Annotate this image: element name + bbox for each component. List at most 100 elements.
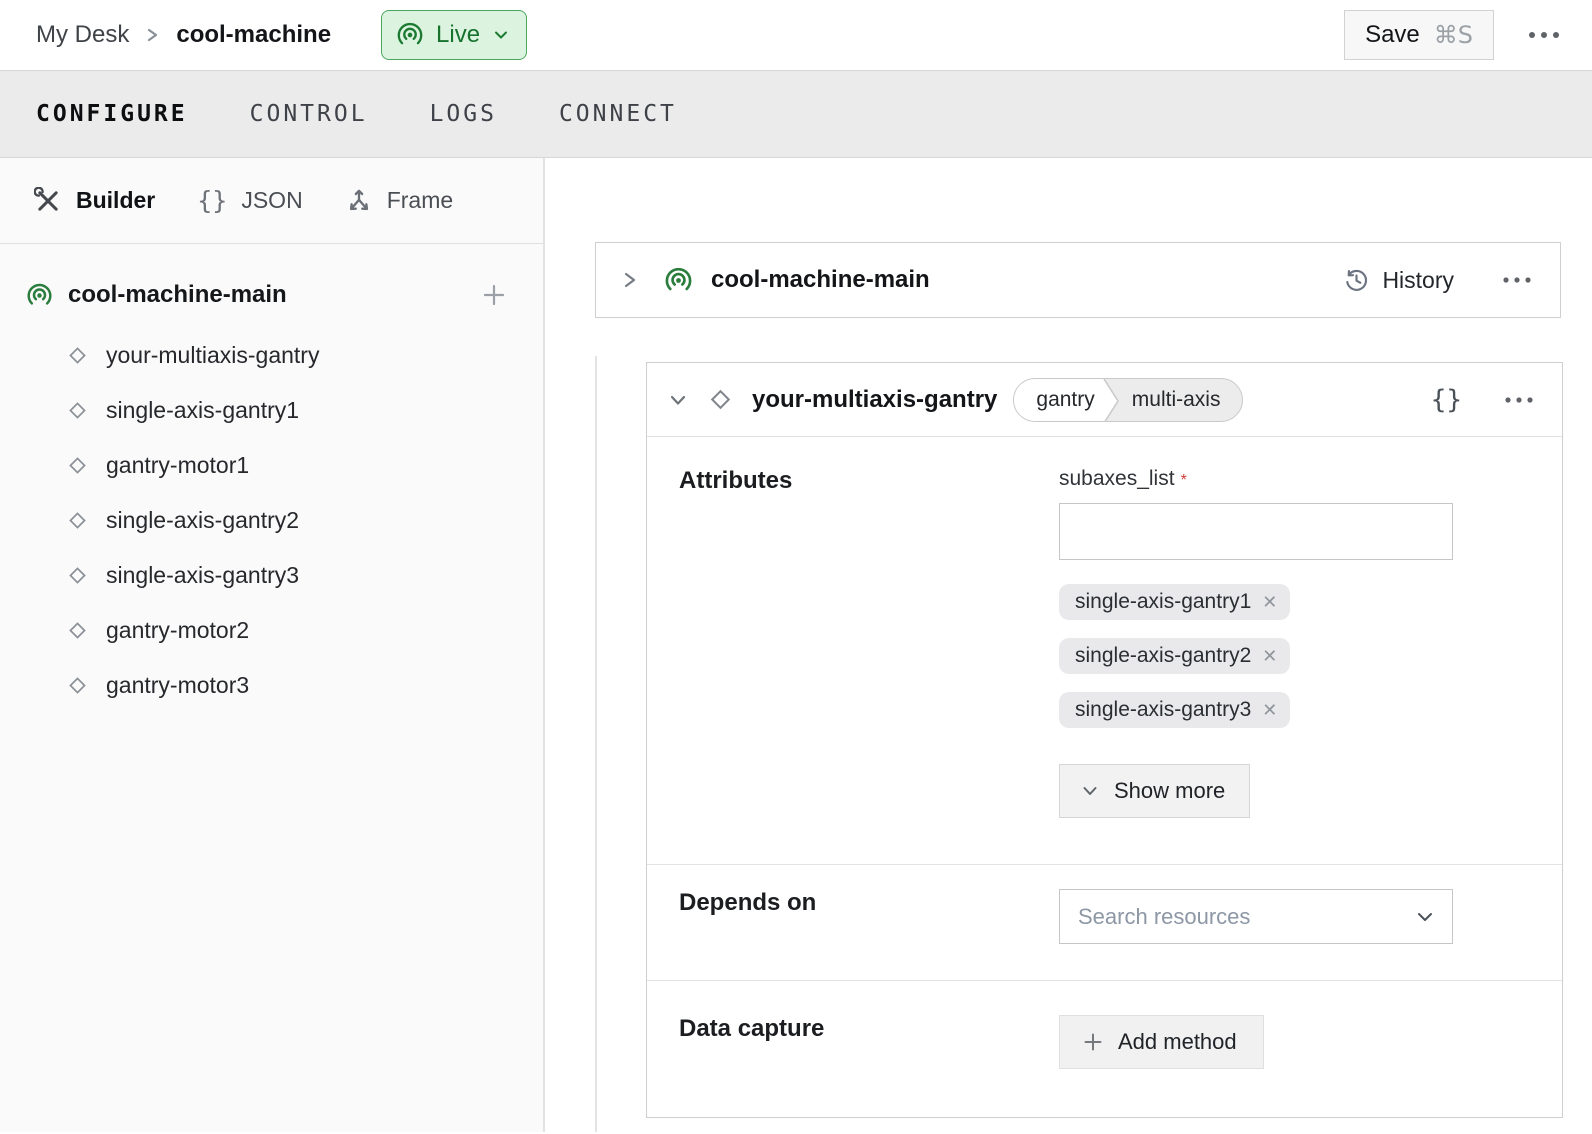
- history-icon: [1343, 267, 1370, 294]
- broadcast-icon: [396, 21, 424, 49]
- view-frame-label: Frame: [386, 187, 454, 213]
- section-divider: [647, 864, 1562, 865]
- tag-divider: [1102, 378, 1120, 421]
- live-status-label: Live: [436, 21, 481, 48]
- save-shortcut: ⌘S: [1433, 21, 1473, 49]
- view-builder-label: Builder: [76, 187, 156, 213]
- remove-chip-icon[interactable]: ✕: [1262, 645, 1278, 666]
- tree-item-label: gantry-motor3: [106, 672, 250, 698]
- breadcrumb-current: cool-machine: [176, 21, 332, 48]
- part-header-card: cool-machine-main History: [595, 242, 1561, 318]
- diamond-icon: [69, 677, 86, 694]
- add-resource-icon[interactable]: [481, 282, 507, 308]
- broadcast-icon: [664, 266, 693, 295]
- tree-item-label: single-axis-gantry2: [106, 507, 300, 533]
- tree-root-cool-machine-main[interactable]: cool-machine-main: [26, 270, 543, 320]
- tree-root-label: cool-machine-main: [68, 281, 287, 308]
- view-builder[interactable]: Builder: [34, 186, 156, 215]
- resource-card: your-multiaxis-gantry gantry multi-axis: [646, 362, 1563, 1118]
- history-label: History: [1382, 266, 1454, 293]
- remove-chip-icon[interactable]: ✕: [1262, 591, 1278, 612]
- view-json[interactable]: {} JSON: [197, 186, 302, 215]
- resource-menu-icon[interactable]: [1502, 395, 1536, 405]
- save-button-label: Save: [1365, 21, 1420, 48]
- resource-type-tags: gantry multi-axis: [1013, 377, 1244, 422]
- diamond-icon: [710, 389, 731, 410]
- subaxes-list-input[interactable]: [1059, 503, 1453, 560]
- chevron-down-icon: [492, 26, 510, 44]
- config-sidebar: Builder {} JSON Frame: [0, 158, 545, 1132]
- expand-chevron-right-icon[interactable]: [620, 268, 640, 292]
- chip-label: single-axis-gantry3: [1075, 698, 1252, 721]
- diamond-icon: [69, 512, 86, 529]
- attributes-section: Attributes subaxes_list* single-axis-gan…: [647, 437, 1562, 864]
- subaxes-chips: single-axis-gantry1 ✕ single-axis-gantry…: [1059, 584, 1453, 728]
- broadcast-icon: [26, 282, 53, 309]
- tree-item-label: single-axis-gantry3: [106, 562, 300, 588]
- config-main-panel: cool-machine-main History: [545, 158, 1592, 1132]
- breadcrumb-parent[interactable]: My Desk: [36, 21, 130, 48]
- chip-single-axis-gantry1: single-axis-gantry1 ✕: [1059, 584, 1291, 620]
- tab-control[interactable]: CONTROL: [249, 101, 368, 127]
- show-more-button[interactable]: Show more: [1059, 764, 1251, 818]
- diamond-icon: [69, 622, 86, 639]
- tab-connect[interactable]: CONNECT: [558, 101, 677, 127]
- depends-on-placeholder: Search resources: [1078, 903, 1251, 929]
- chevron-down-icon: [1080, 781, 1100, 801]
- braces-icon: {}: [197, 186, 228, 215]
- tree-item[interactable]: gantry-motor2: [26, 603, 543, 658]
- show-more-label: Show more: [1114, 778, 1226, 803]
- tools-icon: [34, 186, 62, 215]
- page-tab-bar: CONFIGURE CONTROL LOGS CONNECT: [0, 70, 1592, 158]
- tag-gantry: gantry: [1014, 378, 1103, 421]
- required-marker: *: [1180, 472, 1187, 489]
- history-button[interactable]: History: [1343, 267, 1454, 294]
- overflow-menu-icon[interactable]: [1524, 29, 1564, 41]
- tree-item[interactable]: gantry-motor1: [26, 438, 543, 493]
- add-method-button[interactable]: Add method: [1059, 1015, 1264, 1069]
- data-capture-label: Data capture: [679, 1015, 825, 1042]
- tree-item[interactable]: your-multiaxis-gantry: [26, 328, 543, 383]
- resource-title: your-multiaxis-gantry: [752, 385, 998, 413]
- attributes-label: Attributes: [679, 467, 793, 494]
- live-status-dropdown[interactable]: Live: [381, 10, 528, 60]
- tree-item[interactable]: single-axis-gantry2: [26, 493, 543, 548]
- chip-single-axis-gantry2: single-axis-gantry2 ✕: [1059, 638, 1291, 674]
- resource-card-header: your-multiaxis-gantry gantry multi-axis: [647, 363, 1562, 437]
- remove-chip-icon[interactable]: ✕: [1262, 699, 1278, 720]
- chip-single-axis-gantry3: single-axis-gantry3 ✕: [1059, 692, 1291, 728]
- data-capture-section: Data capture Add method: [647, 981, 1562, 1117]
- plus-icon: [1082, 1031, 1104, 1053]
- part-title: cool-machine-main: [711, 266, 930, 293]
- add-method-label: Add method: [1118, 1029, 1237, 1054]
- tree-item[interactable]: single-axis-gantry3: [26, 548, 543, 603]
- chip-label: single-axis-gantry1: [1075, 590, 1252, 613]
- frame-icon: [345, 187, 373, 215]
- tab-logs[interactable]: LOGS: [429, 101, 497, 127]
- view-json-label: JSON: [241, 187, 303, 213]
- sidebar-view-switcher: Builder {} JSON Frame: [0, 158, 543, 244]
- depends-on-section: Depends on Search resources: [647, 865, 1562, 980]
- part-menu-icon[interactable]: [1500, 275, 1534, 285]
- breadcrumb: My Desk cool-machine: [36, 21, 331, 49]
- tag-multi-axis: multi-axis: [1131, 387, 1221, 411]
- chevron-down-icon: [1414, 906, 1436, 928]
- chip-label: single-axis-gantry2: [1075, 644, 1252, 667]
- tree-item[interactable]: gantry-motor3: [26, 658, 543, 713]
- diamond-icon: [69, 402, 86, 419]
- view-frame[interactable]: Frame: [345, 187, 453, 215]
- chevron-right-icon: [145, 23, 160, 47]
- diamond-icon: [69, 567, 86, 584]
- tree-item-label: gantry-motor2: [106, 617, 250, 643]
- collapse-chevron-down-icon[interactable]: [667, 389, 689, 411]
- tree-item-label: your-multiaxis-gantry: [106, 342, 320, 368]
- edit-json-icon[interactable]: {}: [1430, 384, 1462, 415]
- tree-item[interactable]: single-axis-gantry1: [26, 383, 543, 438]
- top-bar: My Desk cool-machine Live Save ⌘S: [0, 0, 1592, 70]
- diamond-icon: [69, 457, 86, 474]
- save-button[interactable]: Save ⌘S: [1344, 10, 1494, 60]
- tree-item-label: gantry-motor1: [106, 452, 250, 478]
- depends-on-select[interactable]: Search resources: [1059, 889, 1453, 944]
- diamond-icon: [69, 347, 86, 364]
- tab-configure[interactable]: CONFIGURE: [36, 101, 188, 127]
